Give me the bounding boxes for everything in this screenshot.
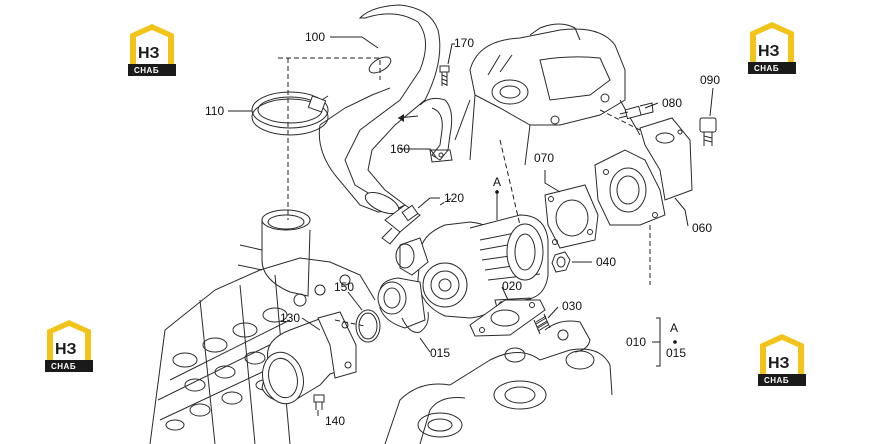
turbocharger xyxy=(377,214,549,333)
logo-brand-text: СНАБ xyxy=(754,64,779,73)
callout-a-group: A xyxy=(670,321,678,335)
valve-cover xyxy=(454,23,641,166)
part-140-bolt xyxy=(313,394,325,410)
logo-mark-text: НЗ xyxy=(768,355,790,372)
part-040-nut xyxy=(551,251,571,273)
callout-030: 030 xyxy=(562,299,582,313)
reference-dot-a-2 xyxy=(673,340,677,344)
callout-150: 150 xyxy=(334,280,354,294)
callout-015-group: 015 xyxy=(666,346,686,360)
part-110-hose-clamp xyxy=(251,91,329,136)
watermark-logo-top-left: НЗ СНАБ xyxy=(128,24,176,76)
callout-120: 120 xyxy=(444,191,464,205)
watermark-logo-bottom-left: НЗ СНАБ xyxy=(45,320,93,372)
logo-brand-text: СНАБ xyxy=(764,376,789,385)
logo-mark-text: НЗ xyxy=(758,43,780,60)
part-030-stud xyxy=(533,313,551,335)
logo-brand-text: СНАБ xyxy=(134,66,159,75)
logo-brand-text: СНАБ xyxy=(51,362,76,371)
callout-070: 070 xyxy=(534,151,554,165)
part-070-gasket xyxy=(544,184,599,249)
callout-labels: 100 170 110 160 120 A 070 080 090 060 04… xyxy=(205,30,720,428)
callout-060: 060 xyxy=(692,221,712,235)
part-080-fitting xyxy=(618,102,654,120)
callout-160: 160 xyxy=(390,142,410,156)
callout-110: 110 xyxy=(205,104,224,118)
callout-090: 090 xyxy=(700,73,720,87)
callout-140: 140 xyxy=(325,414,345,428)
part-150-o-ring xyxy=(355,309,381,343)
watermark-logo-top-right: НЗ СНАБ xyxy=(748,22,796,74)
callout-a: A xyxy=(493,175,501,189)
callout-170: 170 xyxy=(454,36,474,50)
callout-040: 040 xyxy=(596,255,616,269)
part-130-pipe xyxy=(261,311,357,405)
part-060-exhaust-elbow xyxy=(594,117,693,226)
part-020-gasket xyxy=(469,299,546,337)
watermark-logo-bottom-right: НЗ СНАБ xyxy=(758,334,806,386)
callout-020: 020 xyxy=(502,279,522,293)
leader-lines xyxy=(228,36,714,416)
callout-080: 080 xyxy=(662,96,682,110)
callout-100: 100 xyxy=(305,30,325,44)
callout-015: 015 xyxy=(430,346,450,360)
part-170-bolt xyxy=(439,65,450,86)
reference-dot-a xyxy=(495,190,499,194)
callout-130: 130 xyxy=(280,311,300,325)
callout-010: 010 xyxy=(626,335,646,349)
logo-mark-text: НЗ xyxy=(138,45,160,62)
part-120-connector xyxy=(381,204,421,245)
part-160-bracket xyxy=(397,97,453,163)
logo-mark-text: НЗ xyxy=(55,341,77,358)
engine-block xyxy=(149,209,376,444)
exhaust-manifold xyxy=(384,320,613,444)
part-090-plug xyxy=(699,117,717,146)
